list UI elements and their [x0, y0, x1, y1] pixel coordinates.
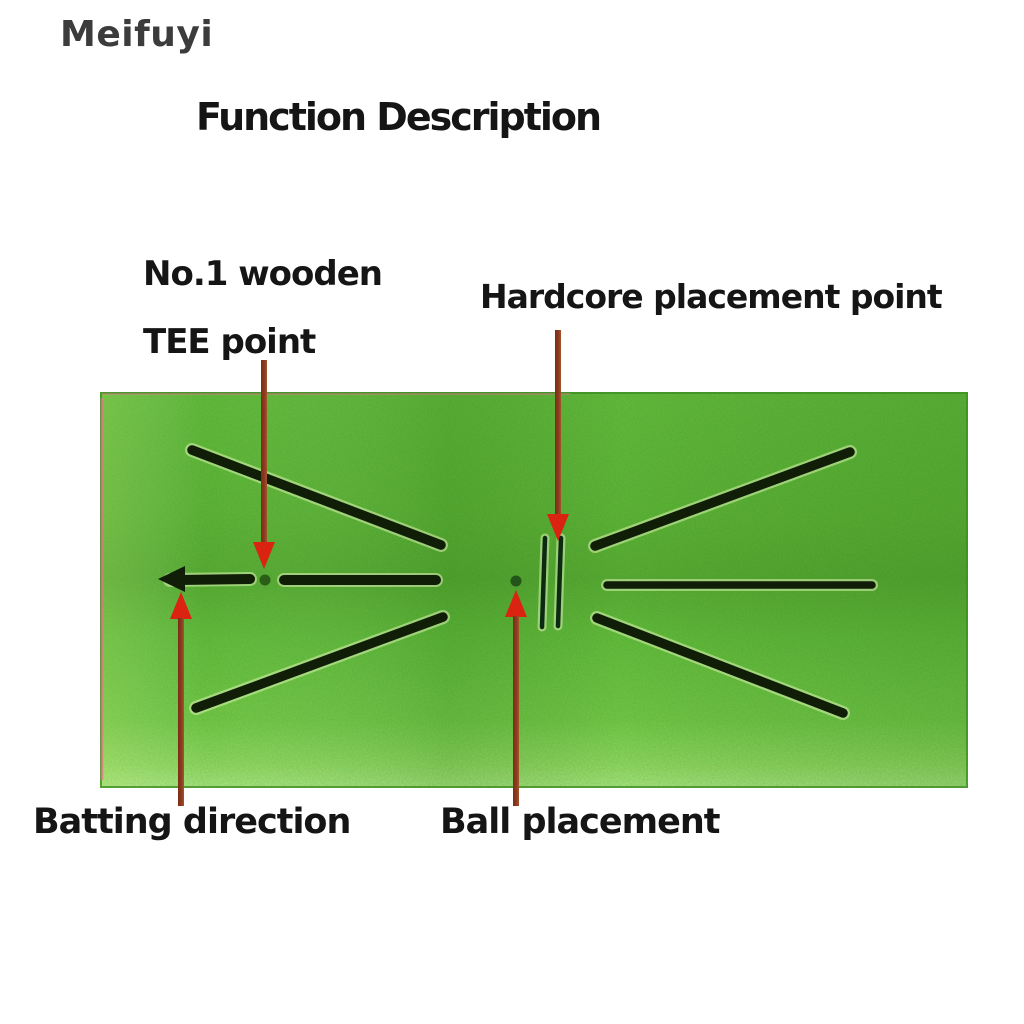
- alignment-line-upper-left: [187, 445, 446, 550]
- hardcore-placement-arrow-stem: [555, 330, 561, 514]
- alignment-line-lower-left: [191, 612, 448, 713]
- tee-point-arrow-icon: [253, 360, 275, 569]
- tee-point-dot: [259, 574, 271, 586]
- ball-placement-dot: [510, 575, 522, 587]
- page-title: Function Description: [196, 95, 602, 139]
- hardcore-placement-marks: [539, 535, 564, 630]
- batting-direction-line-left: [174, 574, 255, 585]
- hardcore-placement-arrow-icon: [547, 330, 569, 541]
- arrow-down-icon: [253, 542, 275, 569]
- label-ball-placement: Ball placement: [440, 802, 720, 842]
- alignment-lines: [174, 445, 876, 718]
- tee-point-arrow-stem: [261, 360, 267, 542]
- label-hardcore-placement-point: Hardcore placement point: [480, 277, 943, 316]
- alignment-line-upper-right: [590, 447, 855, 551]
- alignment-line-lower-right: [592, 613, 848, 718]
- brand-logo: Meifuyi: [60, 14, 214, 55]
- ball-placement-arrow-icon: [505, 590, 527, 806]
- arrow-down-icon: [547, 514, 569, 541]
- arrow-up-icon: [170, 592, 192, 619]
- mat-graphic: [100, 392, 968, 788]
- batting-direction-arrow-stem: [178, 618, 184, 806]
- label-batting-direction: Batting direction: [33, 802, 351, 842]
- label-tee-point-line2: TEE point: [143, 322, 316, 362]
- batting-direction-arrow-icon: [170, 592, 192, 806]
- ball-placement-arrow-stem: [513, 616, 519, 806]
- label-tee-point: No.1 wooden TEE point: [143, 240, 383, 376]
- arrow-left-line-icon: [158, 566, 185, 592]
- golf-mat-image: [100, 392, 968, 788]
- label-tee-point-line1: No.1 wooden: [143, 254, 383, 294]
- arrow-up-icon: [505, 590, 527, 617]
